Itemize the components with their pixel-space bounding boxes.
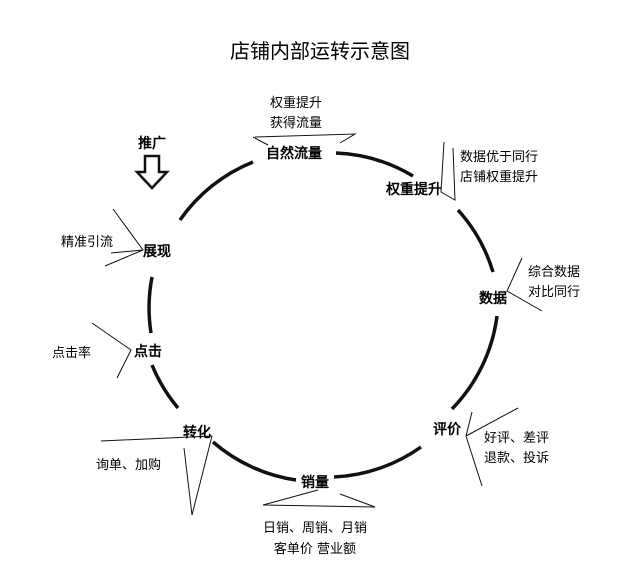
cycle-arc-display-traffic xyxy=(178,160,254,222)
cycle-arc-traffic-weight xyxy=(335,151,414,178)
cycle-arc-convert-click xyxy=(150,364,180,410)
note-display-line1: 精准引流 xyxy=(61,235,113,250)
node-display: 展现 xyxy=(143,244,171,260)
node-weight-boost: 权重提升 xyxy=(385,181,442,198)
node-review: 评价 xyxy=(433,422,462,438)
cycle-arc-data-review xyxy=(450,315,499,411)
note-review-line2: 退款、投诉 xyxy=(484,450,549,466)
callout-convert xyxy=(100,435,213,516)
note-natural-traffic-line1: 权重提升 xyxy=(270,95,322,111)
push-label: 推广 xyxy=(138,135,166,152)
note-sales-line1: 日销、周销、月销 xyxy=(263,521,367,536)
note-click-line1: 点击率 xyxy=(52,345,91,361)
cycle-arc-review-sales xyxy=(333,445,423,479)
callout-display xyxy=(104,208,144,267)
node-click: 点击 xyxy=(134,343,162,360)
node-sales: 销量 xyxy=(301,474,329,491)
note-data-line1: 综合数据 xyxy=(528,265,580,280)
callout-review xyxy=(465,407,519,487)
note-sales-line2: 客单价 营业额 xyxy=(274,541,356,557)
note-natural-traffic-line2: 获得流量 xyxy=(270,115,322,131)
node-natural-traffic: 自然流量 xyxy=(266,145,322,162)
callout-traffic xyxy=(252,133,357,146)
node-conversion: 转化 xyxy=(183,424,211,441)
cycle-arc-click-display xyxy=(147,276,154,334)
note-weight-boost-line1: 数据优于同行 xyxy=(460,150,538,165)
callout-data xyxy=(506,257,543,312)
node-data: 数据 xyxy=(479,290,507,307)
callout-sales xyxy=(262,489,376,508)
diagram-title: 店铺内部运转示意图 xyxy=(230,39,410,63)
callout-weight xyxy=(440,141,456,201)
note-data-line2: 对比同行 xyxy=(528,285,580,300)
note-review-line1: 好评、差评 xyxy=(484,431,549,446)
cycle-arc-sales-convert xyxy=(211,440,297,482)
note-conversion-line1: 询单、加购 xyxy=(96,457,161,473)
cycle-ring xyxy=(147,151,499,482)
callout-lines xyxy=(91,133,543,516)
callout-click xyxy=(91,322,132,379)
down-arrow-icon xyxy=(134,154,170,190)
cycle-arc-weight-data xyxy=(456,208,495,273)
note-weight-boost-line2: 店铺权重提升 xyxy=(460,169,538,185)
